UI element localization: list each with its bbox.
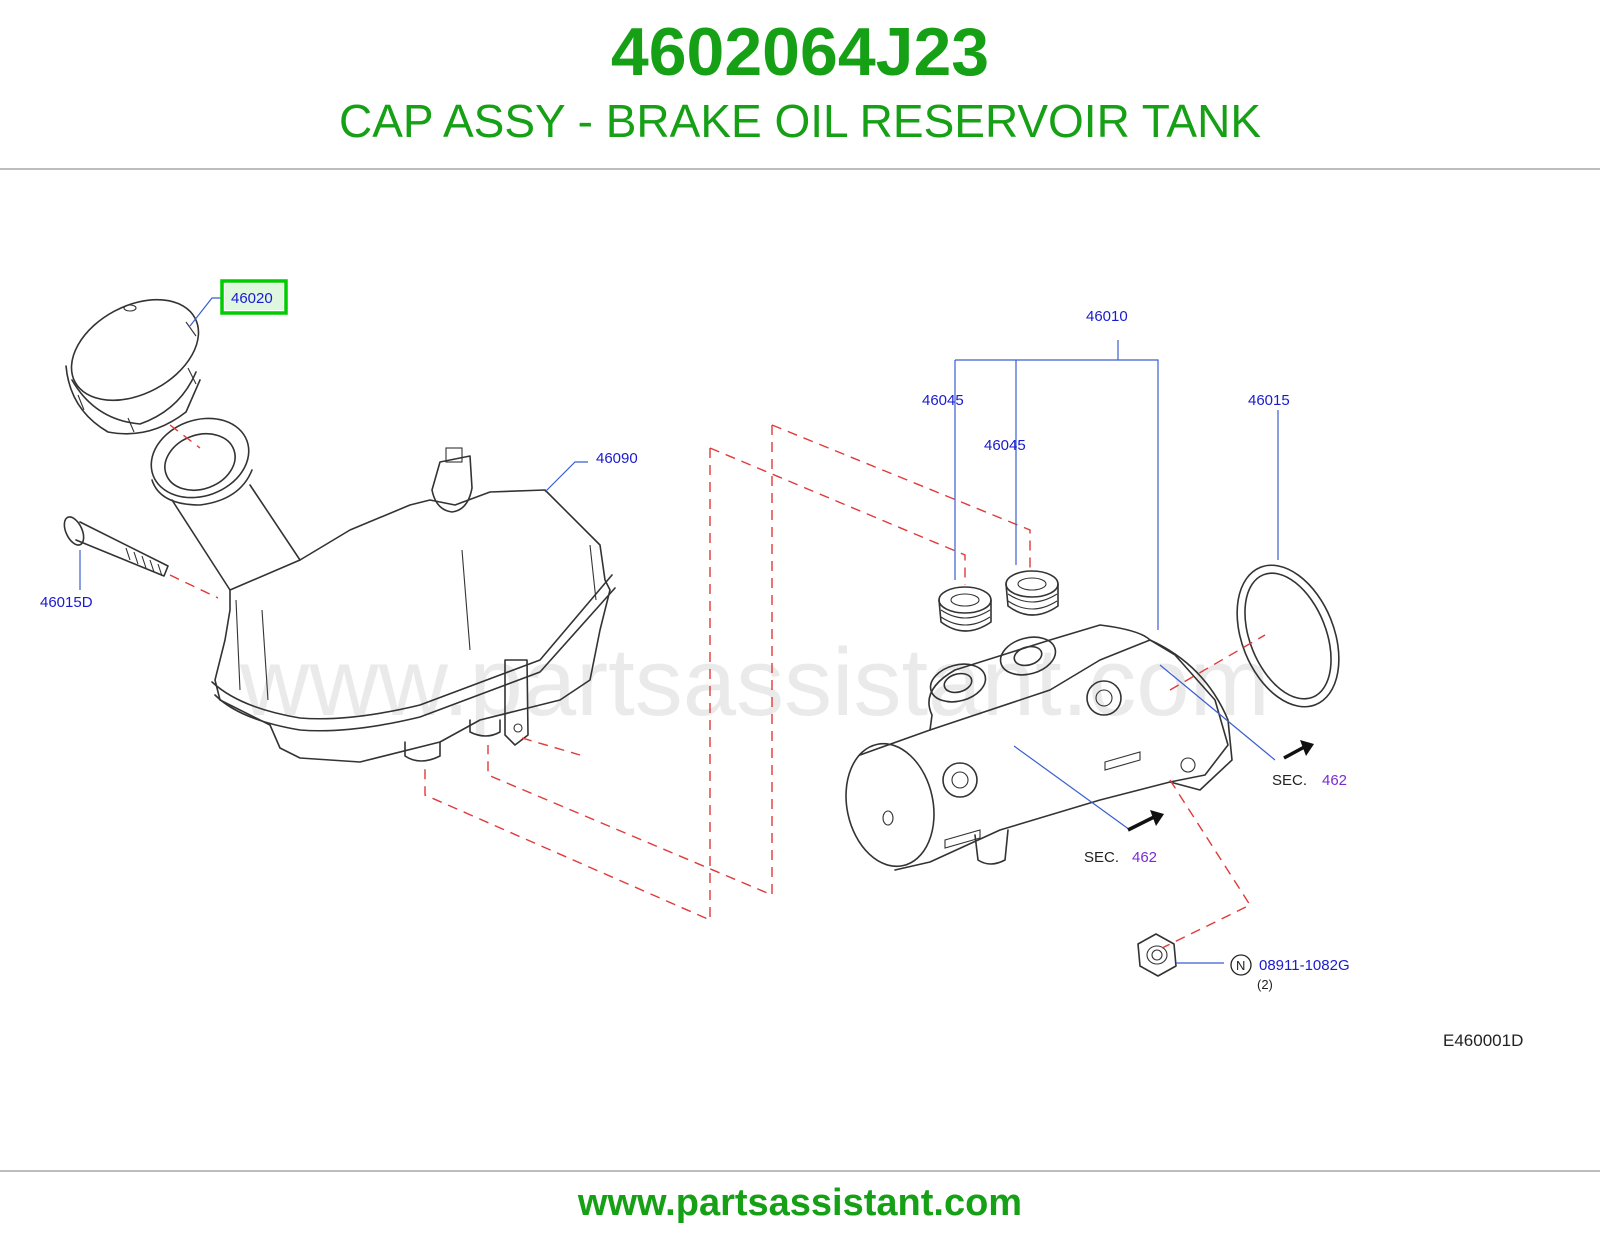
nut-drawing[interactable] <box>1137 933 1177 977</box>
section-arrow-upper <box>1283 740 1314 760</box>
section-ref-prefix-lower: SEC. <box>1084 849 1119 866</box>
section-ref-number-lower[interactable]: 462 <box>1132 849 1157 866</box>
callout-leader-lines <box>79 297 1279 964</box>
callout-46015[interactable]: 46015 <box>1248 392 1290 409</box>
footer-divider <box>0 1170 1600 1172</box>
bolt-drawing[interactable] <box>60 514 169 577</box>
section-arrow-lower <box>1127 810 1164 832</box>
callout-08911-1082g[interactable]: 08911-1082G <box>1259 957 1350 974</box>
header-divider <box>0 168 1600 170</box>
new-part-marker-letter: N <box>1236 958 1245 973</box>
reservoir-tank-drawing[interactable] <box>140 405 616 763</box>
new-part-marker-circle <box>1230 954 1252 976</box>
callout-46090[interactable]: 46090 <box>596 450 638 467</box>
footer-website-link[interactable]: www.partsassistant.com <box>577 1182 1023 1224</box>
watermark-text: www.partsassistant.com <box>239 629 1270 736</box>
callout-46020[interactable]: 46020 <box>231 290 273 307</box>
selected-part-fill <box>225 284 283 310</box>
assembly-guide-lines <box>169 424 1266 949</box>
selected-part-highlight <box>220 279 288 315</box>
callout-46045-right[interactable]: 46045 <box>984 437 1026 454</box>
part-number-title: 4602064J23 <box>610 14 990 90</box>
callout-46045-left[interactable]: 46045 <box>922 392 964 409</box>
reservoir-cap-drawing[interactable] <box>54 279 215 435</box>
grommet-right-drawing[interactable] <box>1005 570 1059 616</box>
nut-quantity: (2) <box>1257 977 1273 992</box>
callout-46010[interactable]: 46010 <box>1086 308 1128 325</box>
callout-46015d[interactable]: 46015D <box>40 594 93 611</box>
part-description: CAP ASSY - BRAKE OIL RESERVOIR TANK <box>338 95 1262 147</box>
section-ref-number-upper[interactable]: 462 <box>1322 772 1347 789</box>
o-ring-drawing[interactable] <box>1218 550 1359 722</box>
master-cylinder-drawing[interactable] <box>835 624 1233 875</box>
grommet-left-drawing[interactable] <box>938 586 992 632</box>
figure-code: E460001D <box>1443 1031 1523 1050</box>
section-ref-prefix-upper: SEC. <box>1272 772 1307 789</box>
